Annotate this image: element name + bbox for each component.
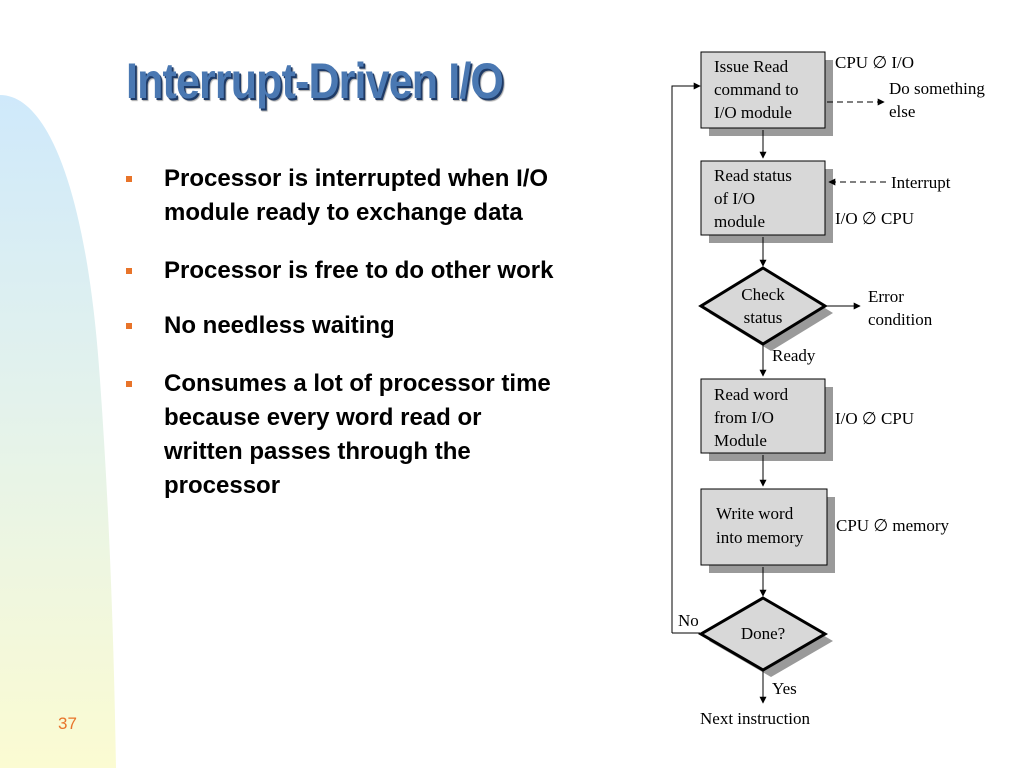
bullet-line: written passes through the bbox=[164, 438, 471, 465]
note-do-something: Do something bbox=[889, 79, 985, 98]
box-issue-read: Issue Read command to I/O module bbox=[700, 51, 833, 136]
diamond-done: Done? bbox=[698, 596, 833, 677]
box-line: Read word bbox=[714, 385, 789, 404]
note-error: condition bbox=[868, 310, 933, 329]
note-error: Error bbox=[868, 287, 904, 306]
diamond-line: status bbox=[744, 308, 783, 327]
box-line: Issue Read bbox=[714, 57, 789, 76]
label-no: No bbox=[678, 611, 699, 630]
bullet-text: Processor is interrupted when I/O module… bbox=[164, 162, 634, 230]
note-cpu-io: CPU ∅ I/O bbox=[835, 53, 914, 72]
box-read-word: Read word from I/O Module bbox=[700, 378, 833, 461]
bullet-line: module ready to exchange data bbox=[164, 199, 523, 226]
loop-back-line bbox=[671, 82, 701, 633]
note-interrupt: Interrupt bbox=[891, 173, 951, 192]
box-read-status: Read status of I/O module bbox=[700, 160, 833, 243]
label-ready: Ready bbox=[772, 346, 816, 365]
bullet-line: Processor is free to do other work bbox=[164, 257, 554, 284]
box-write-word: Write word into memory bbox=[700, 488, 835, 573]
bullet-marker-icon bbox=[126, 323, 132, 329]
label-yes: Yes bbox=[772, 679, 797, 698]
box-line: I/O module bbox=[714, 103, 792, 122]
bullet-marker-icon bbox=[126, 381, 132, 387]
note-do-something: else bbox=[889, 102, 915, 121]
bullet-line: No needless waiting bbox=[164, 312, 395, 339]
bullet-marker-icon bbox=[126, 268, 132, 274]
box-line: module bbox=[714, 212, 765, 231]
bullet-marker-icon bbox=[126, 176, 132, 182]
box-line: Read status bbox=[714, 166, 792, 185]
bullet-text: Consumes a lot of processor time because… bbox=[164, 367, 634, 503]
diamond-check-status: Check status bbox=[698, 266, 833, 351]
diamond-line: Done? bbox=[741, 624, 785, 643]
note-cpu-memory: CPU ∅ memory bbox=[836, 516, 950, 535]
box-line: of I/O bbox=[714, 189, 755, 208]
box-line: from I/O bbox=[714, 408, 774, 427]
bullet-line: Consumes a lot of processor time bbox=[164, 370, 551, 397]
bullet-line: processor bbox=[164, 472, 281, 499]
box-line: into memory bbox=[716, 528, 804, 547]
bullet-line: Processor is interrupted when I/O bbox=[164, 165, 549, 192]
box-line: Module bbox=[714, 431, 767, 450]
slide-title: Interrupt-Driven I/O bbox=[126, 53, 504, 109]
box-line: Write word bbox=[716, 504, 794, 523]
bullet-line: because every word read or bbox=[164, 404, 482, 431]
bullet-text: No needless waiting bbox=[164, 309, 634, 343]
box-line: command to bbox=[714, 80, 799, 99]
next-instruction: Next instruction bbox=[700, 709, 811, 728]
bullet-text: Processor is free to do other work bbox=[164, 254, 634, 288]
diamond-line: Check bbox=[741, 285, 785, 304]
note-io-cpu: I/O ∅ CPU bbox=[835, 409, 914, 428]
page-number: 37 bbox=[58, 714, 77, 733]
note-io-cpu: I/O ∅ CPU bbox=[835, 209, 914, 228]
